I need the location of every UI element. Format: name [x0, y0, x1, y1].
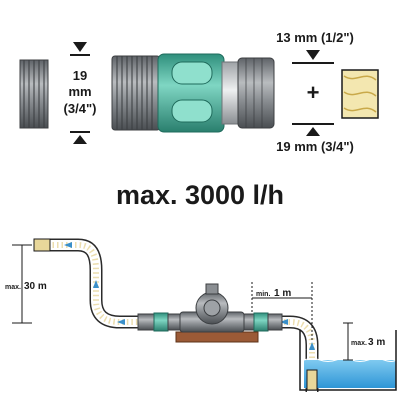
- max-height-dimension: max. 30 m: [5, 244, 47, 324]
- threaded-fitting: [19, 59, 49, 129]
- water-basin: [299, 330, 397, 391]
- arrow-down-icon: [73, 42, 87, 52]
- arrow-down-icon: [306, 50, 320, 60]
- outlet-connector: [243, 312, 283, 332]
- min-distance-dimension: min. 1 m: [251, 282, 313, 340]
- max-height-value: 30 m: [24, 281, 47, 292]
- max-height-prefix: max.: [5, 284, 21, 291]
- flow-arrow-icon: [93, 280, 99, 288]
- max-depth-dimension: max. 3 m: [343, 322, 385, 361]
- hose-cross-section: [341, 69, 379, 119]
- suction-hose-end: [306, 369, 318, 391]
- min-distance-value: 1 m: [274, 288, 291, 299]
- inner-size-top-label: 13 mm (1/2"): [276, 30, 354, 45]
- fitting-size-line2: mm: [68, 84, 91, 99]
- flow-arrows: [64, 242, 315, 350]
- quick-connector: [111, 53, 275, 133]
- fitting-size-line1: 19: [73, 68, 87, 83]
- fitting-size-dimension: 19 mm (3/4"): [64, 42, 97, 144]
- drill-pump: [175, 283, 259, 343]
- flow-rate-label: max. 3000 l/h: [116, 180, 284, 210]
- max-depth-prefix: max.: [351, 340, 367, 347]
- arrow-up-icon: [306, 127, 320, 136]
- flow-arrow-icon: [309, 342, 315, 350]
- wooden-base: [175, 331, 259, 343]
- min-distance-prefix: min.: [256, 291, 270, 298]
- inner-size-bottom-label: 19 mm (3/4"): [276, 139, 354, 154]
- flow-arrow-icon: [117, 319, 125, 325]
- inlet-connector: [137, 312, 181, 332]
- max-depth-value: 3 m: [368, 337, 385, 348]
- fitting-size-line3: (3/4"): [64, 101, 97, 116]
- arrow-up-icon: [73, 135, 87, 144]
- hose-end-fitting: [33, 238, 51, 252]
- flow-arrow-icon: [280, 319, 288, 325]
- hose-size-dimension: 13 mm (1/2") + 19 mm (3/4"): [276, 30, 354, 154]
- flow-arrow-icon: [64, 242, 72, 248]
- plus-sign: +: [307, 80, 320, 105]
